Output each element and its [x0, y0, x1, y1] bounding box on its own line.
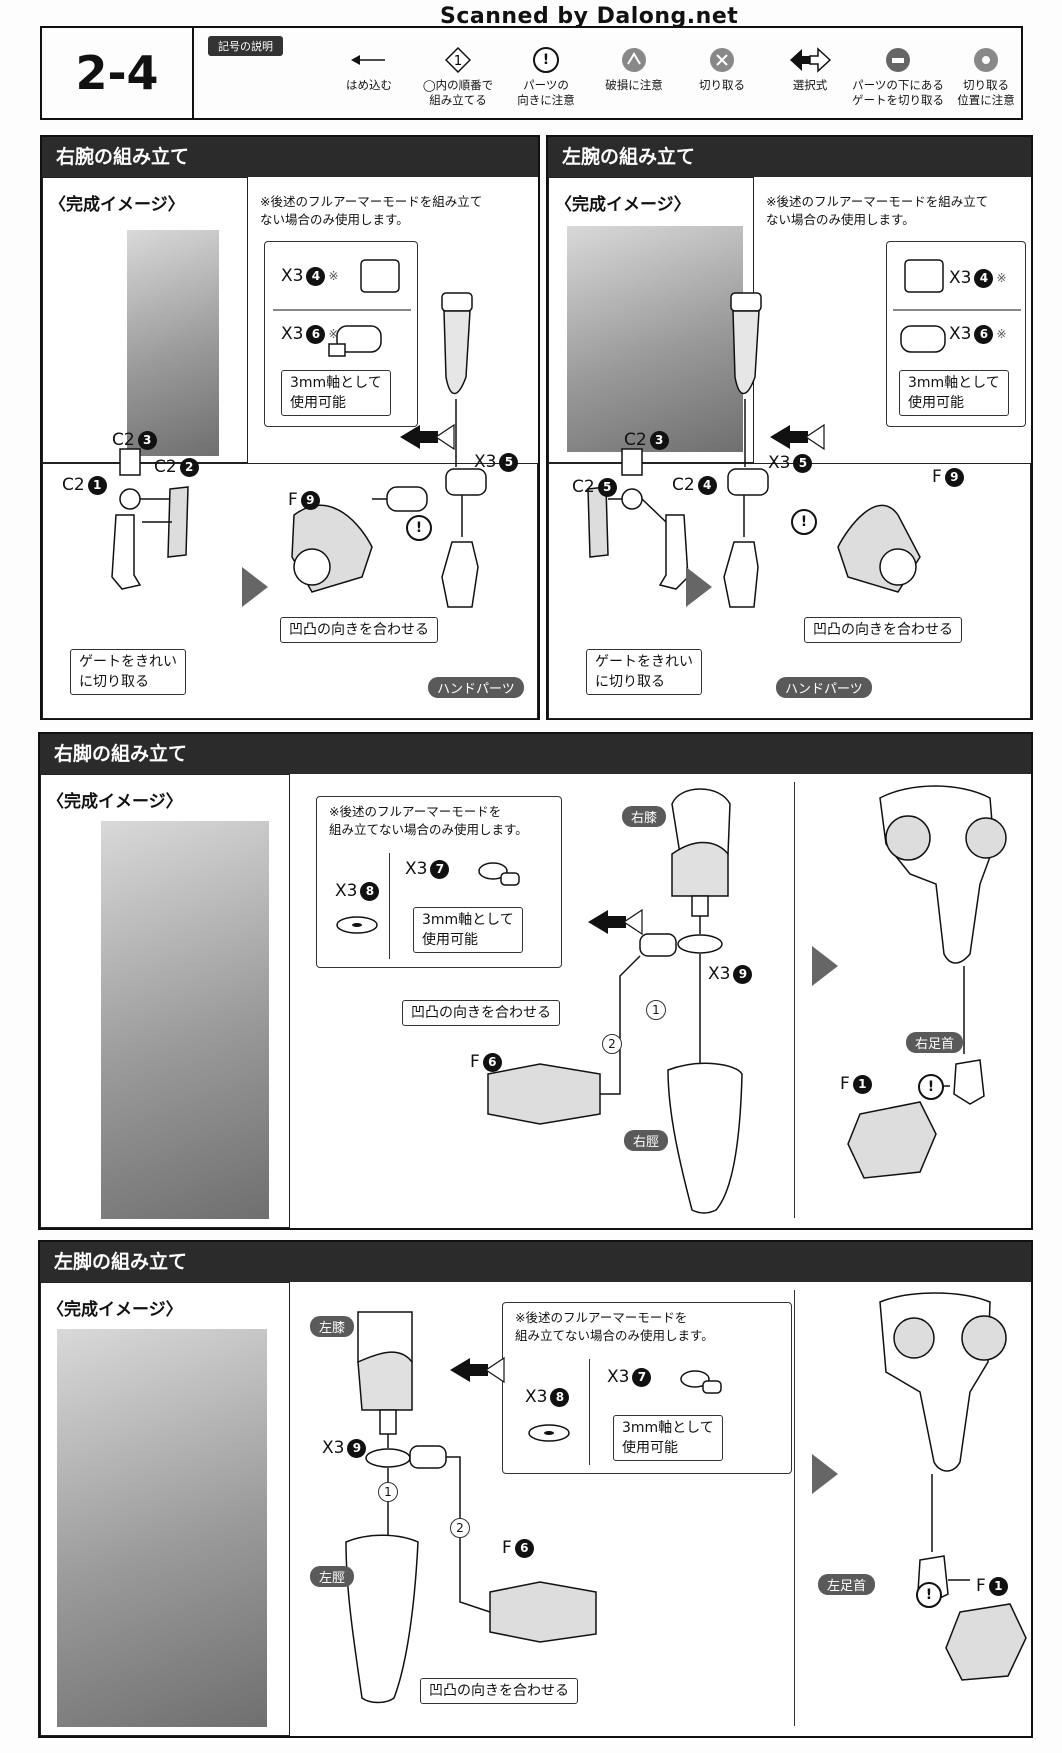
parts-drawing	[273, 259, 411, 357]
exclamation-icon: !	[533, 47, 559, 73]
hand-parts-tag: ハンドパーツ	[776, 677, 872, 698]
shaft-callout: 3mm軸として 使用可能	[613, 1415, 723, 1461]
exclamation-icon: !	[791, 509, 817, 535]
circled-one-icon: 1	[445, 47, 471, 73]
shaft-callout: 3mm軸として 使用可能	[413, 907, 523, 953]
next-step-arrow	[686, 567, 712, 607]
hand-parts-tag: ハンドパーツ	[428, 677, 524, 698]
panel-title: 左脚の組み立て	[40, 1242, 1031, 1282]
order-1-mark: 1	[646, 1000, 666, 1020]
cut-position-icon	[974, 48, 998, 72]
left-arm-diagram	[587, 292, 921, 608]
parts-drawing	[893, 259, 1021, 353]
finished-arm-photo	[127, 230, 219, 456]
legend-item-gate-cut: パーツの下にある ゲートを切り取る	[848, 42, 948, 108]
panel-left-leg: 左脚の組み立て 〈完成イメージ〉 ※後述のフルアーマーモードを 組み立てない場合…	[38, 1240, 1033, 1738]
exclamation-icon: !	[916, 1582, 942, 1608]
finished-image-box: 〈完成イメージ〉	[42, 177, 248, 463]
legend-item-insert: はめ込む	[319, 42, 419, 93]
finished-leg-photo	[57, 1329, 267, 1727]
exclamation-icon: !	[406, 515, 432, 541]
order-2-mark: 2	[450, 1518, 470, 1538]
right-leg-diagram	[487, 785, 1007, 1214]
gate-callout: ゲートをきれい に切り取る	[586, 649, 702, 695]
step-number: 2-4	[42, 28, 194, 118]
panel-title: 左腕の組み立て	[548, 137, 1031, 177]
choice-arrow-icon	[790, 47, 832, 73]
shin-tag: 左脛	[310, 1566, 355, 1587]
next-step-arrow	[812, 946, 838, 986]
legend-item-cut: 切り取る	[672, 42, 772, 93]
legend-item-choice: 選択式	[760, 42, 860, 93]
left-leg-diagram	[345, 1292, 1027, 1704]
panel-title: 右腕の組み立て	[42, 137, 538, 177]
breakage-icon	[622, 48, 646, 72]
right-arm-diagram	[111, 292, 487, 608]
finished-leg-photo	[101, 821, 269, 1219]
order-1-mark: 1	[378, 1482, 398, 1502]
full-armor-note: ※後述のフルアーマーモードを組み立て ない場合のみ使用します。	[766, 194, 989, 227]
svg-text:1: 1	[454, 54, 462, 69]
legend-item-cut-position: 切り取る 位置に注意	[936, 42, 1036, 108]
full-armor-note: ※後述のフルアーマーモードを組み立て ない場合のみ使用します。	[260, 194, 483, 227]
legend-item-direction: ! パーツの 向きに注意	[496, 42, 596, 108]
knee-tag: 左膝	[310, 1316, 355, 1337]
finished-image-box: 〈完成イメージ〉	[40, 1282, 290, 1736]
align-callout: 凹凸の向きを合わせる	[804, 617, 962, 643]
next-step-arrow	[242, 567, 268, 607]
watermark: Scanned by Dalong.net	[440, 4, 739, 29]
align-callout: 凹凸の向きを合わせる	[420, 1678, 578, 1704]
order-2-mark: 2	[602, 1034, 622, 1054]
knee-tag: 右膝	[622, 806, 667, 827]
finished-arm-photo	[567, 226, 743, 452]
panel-right-arm: 右腕の組み立て 〈完成イメージ〉 ※後述のフルアーマーモードを組み立て ない場合…	[40, 135, 540, 720]
gate-callout: ゲートをきれい に切り取る	[70, 649, 186, 695]
next-step-arrow	[812, 1454, 838, 1494]
ankle-tag: 左足首	[818, 1574, 876, 1595]
shaft-callout: 3mm軸として 使用可能	[281, 370, 391, 416]
cut-icon	[710, 48, 734, 72]
align-callout: 凹凸の向きを合わせる	[280, 617, 438, 643]
finished-image-box: 〈完成イメージ〉	[548, 177, 754, 463]
shin-tag: 右脛	[624, 1130, 669, 1151]
gate-cut-icon	[886, 48, 910, 72]
arrow-left-icon	[351, 55, 385, 65]
legend-item-order: 1 ◯内の順番で 組み立てる	[408, 42, 508, 108]
legend-item-breakage: 破損に注意	[584, 42, 684, 93]
legend-header: 2-4 記号の説明 はめ込む 1 ◯内の順番で 組み立てる ! パーツの 向きに…	[40, 26, 1023, 120]
legend-title: 記号の説明	[208, 36, 283, 56]
ankle-tag: 右足首	[906, 1032, 964, 1053]
panel-title: 右脚の組み立て	[40, 734, 1031, 774]
exclamation-icon: !	[918, 1074, 944, 1100]
panel-right-leg: 右脚の組み立て 〈完成イメージ〉 ※後述のフルアーマーモードを 組み立てない場合…	[38, 732, 1033, 1230]
panel-left-arm: 左腕の組み立て 〈完成イメージ〉 ※後述のフルアーマーモードを組み立て ない場合…	[546, 135, 1033, 720]
shaft-callout: 3mm軸として 使用可能	[899, 370, 1009, 416]
finished-image-box: 〈完成イメージ〉	[40, 774, 290, 1228]
align-callout: 凹凸の向きを合わせる	[402, 1000, 560, 1026]
